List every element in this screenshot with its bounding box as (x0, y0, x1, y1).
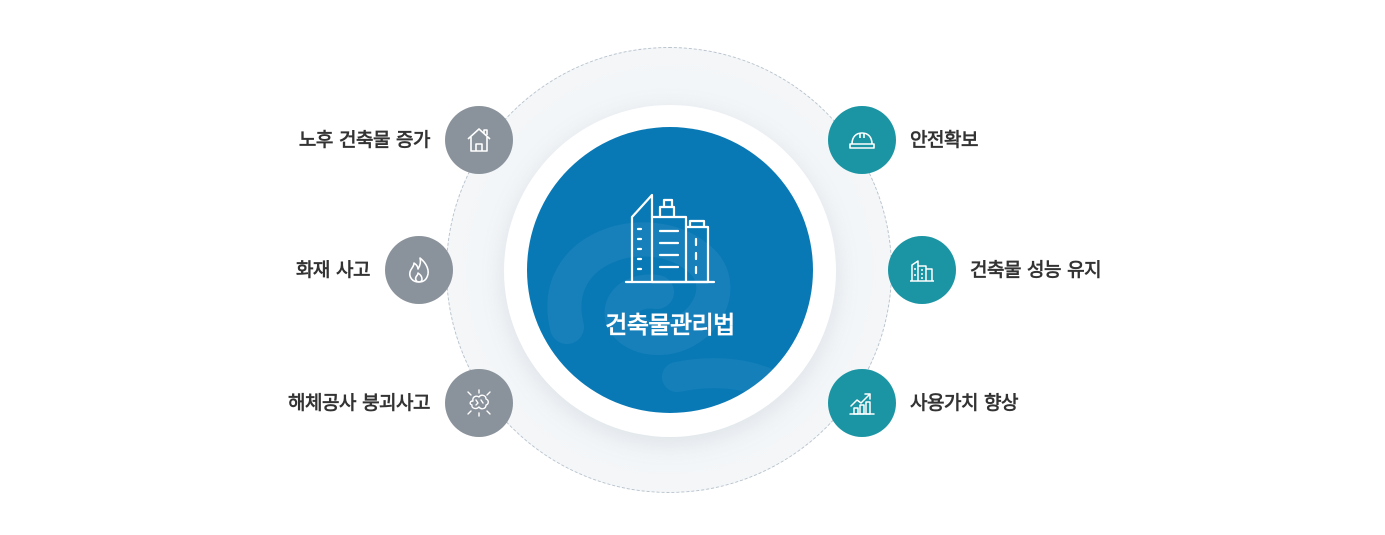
node-demolition-collapse (445, 369, 513, 437)
label-performance: 건축물 성능 유지 (970, 259, 1102, 281)
node-performance (888, 236, 956, 304)
fire-icon (409, 257, 429, 283)
node-aging-buildings (445, 106, 513, 174)
buildings-icon (910, 260, 934, 282)
house-icon (467, 128, 491, 152)
swirl-watermark (547, 222, 812, 413)
node-value (828, 369, 896, 437)
label-fire: 화재 사고 (295, 259, 371, 281)
node-safety (828, 106, 896, 174)
center-title: 건축물관리법 (605, 311, 735, 339)
node-fire (385, 236, 453, 304)
label-aging-buildings: 노후 건축물 증가 (298, 129, 431, 151)
growth-chart-icon (849, 393, 875, 415)
center-circle: 건축물관리법 (527, 127, 813, 413)
label-value: 사용가치 향상 (910, 392, 1019, 414)
label-safety: 안전확보 (910, 129, 978, 151)
building-icon (624, 193, 716, 284)
collapse-icon (467, 389, 491, 417)
label-demolition-collapse: 해체공사 붕괴사고 (288, 392, 430, 414)
hard-hat-icon (849, 132, 875, 149)
